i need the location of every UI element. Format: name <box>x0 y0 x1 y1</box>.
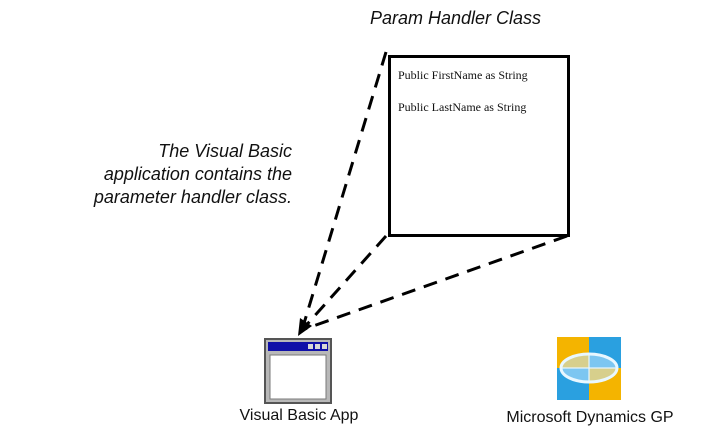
diagram-caption: The Visual Basic application contains th… <box>93 141 292 207</box>
connector-bottom-right <box>301 234 568 332</box>
class-member-lastname: Public LastName as String <box>398 100 527 114</box>
connector-bottom-left <box>300 235 388 331</box>
application-window-icon <box>264 338 332 404</box>
connector-arrowhead <box>298 318 312 336</box>
class-member-firstname: Public FirstName as String <box>398 68 528 82</box>
vb-app-label: Visual Basic App <box>239 407 359 424</box>
class-title: Param Handler Class <box>370 8 542 28</box>
dynamics-gp-label: Microsoft Dynamics GP <box>506 409 674 426</box>
connector-top-left <box>300 51 388 331</box>
dynamics-gp-logo-icon <box>557 337 621 400</box>
param-handler-class-box: Public FirstName as String Public LastNa… <box>388 55 570 237</box>
